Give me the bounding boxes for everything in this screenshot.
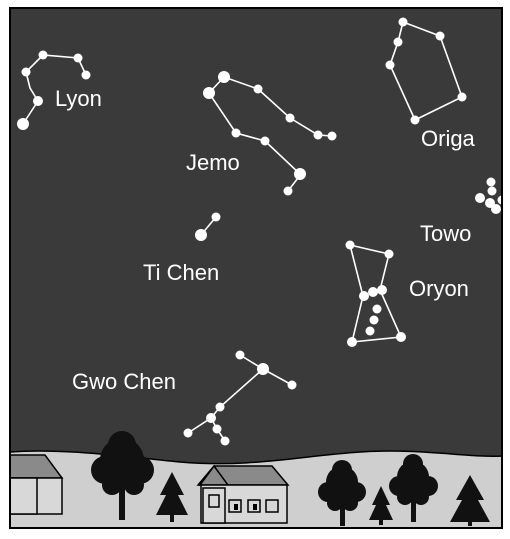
- label-gwo-chen: Gwo Chen: [72, 369, 176, 394]
- label-lyon: Lyon: [55, 86, 102, 111]
- house-icon: [198, 466, 288, 523]
- label-towo: Towo: [420, 221, 471, 246]
- label-oryon: Oryon: [409, 276, 469, 301]
- label-jemo: Jemo: [186, 150, 240, 175]
- label-ti-chen: Ti Chen: [143, 260, 219, 285]
- label-origa: Origa: [421, 126, 476, 151]
